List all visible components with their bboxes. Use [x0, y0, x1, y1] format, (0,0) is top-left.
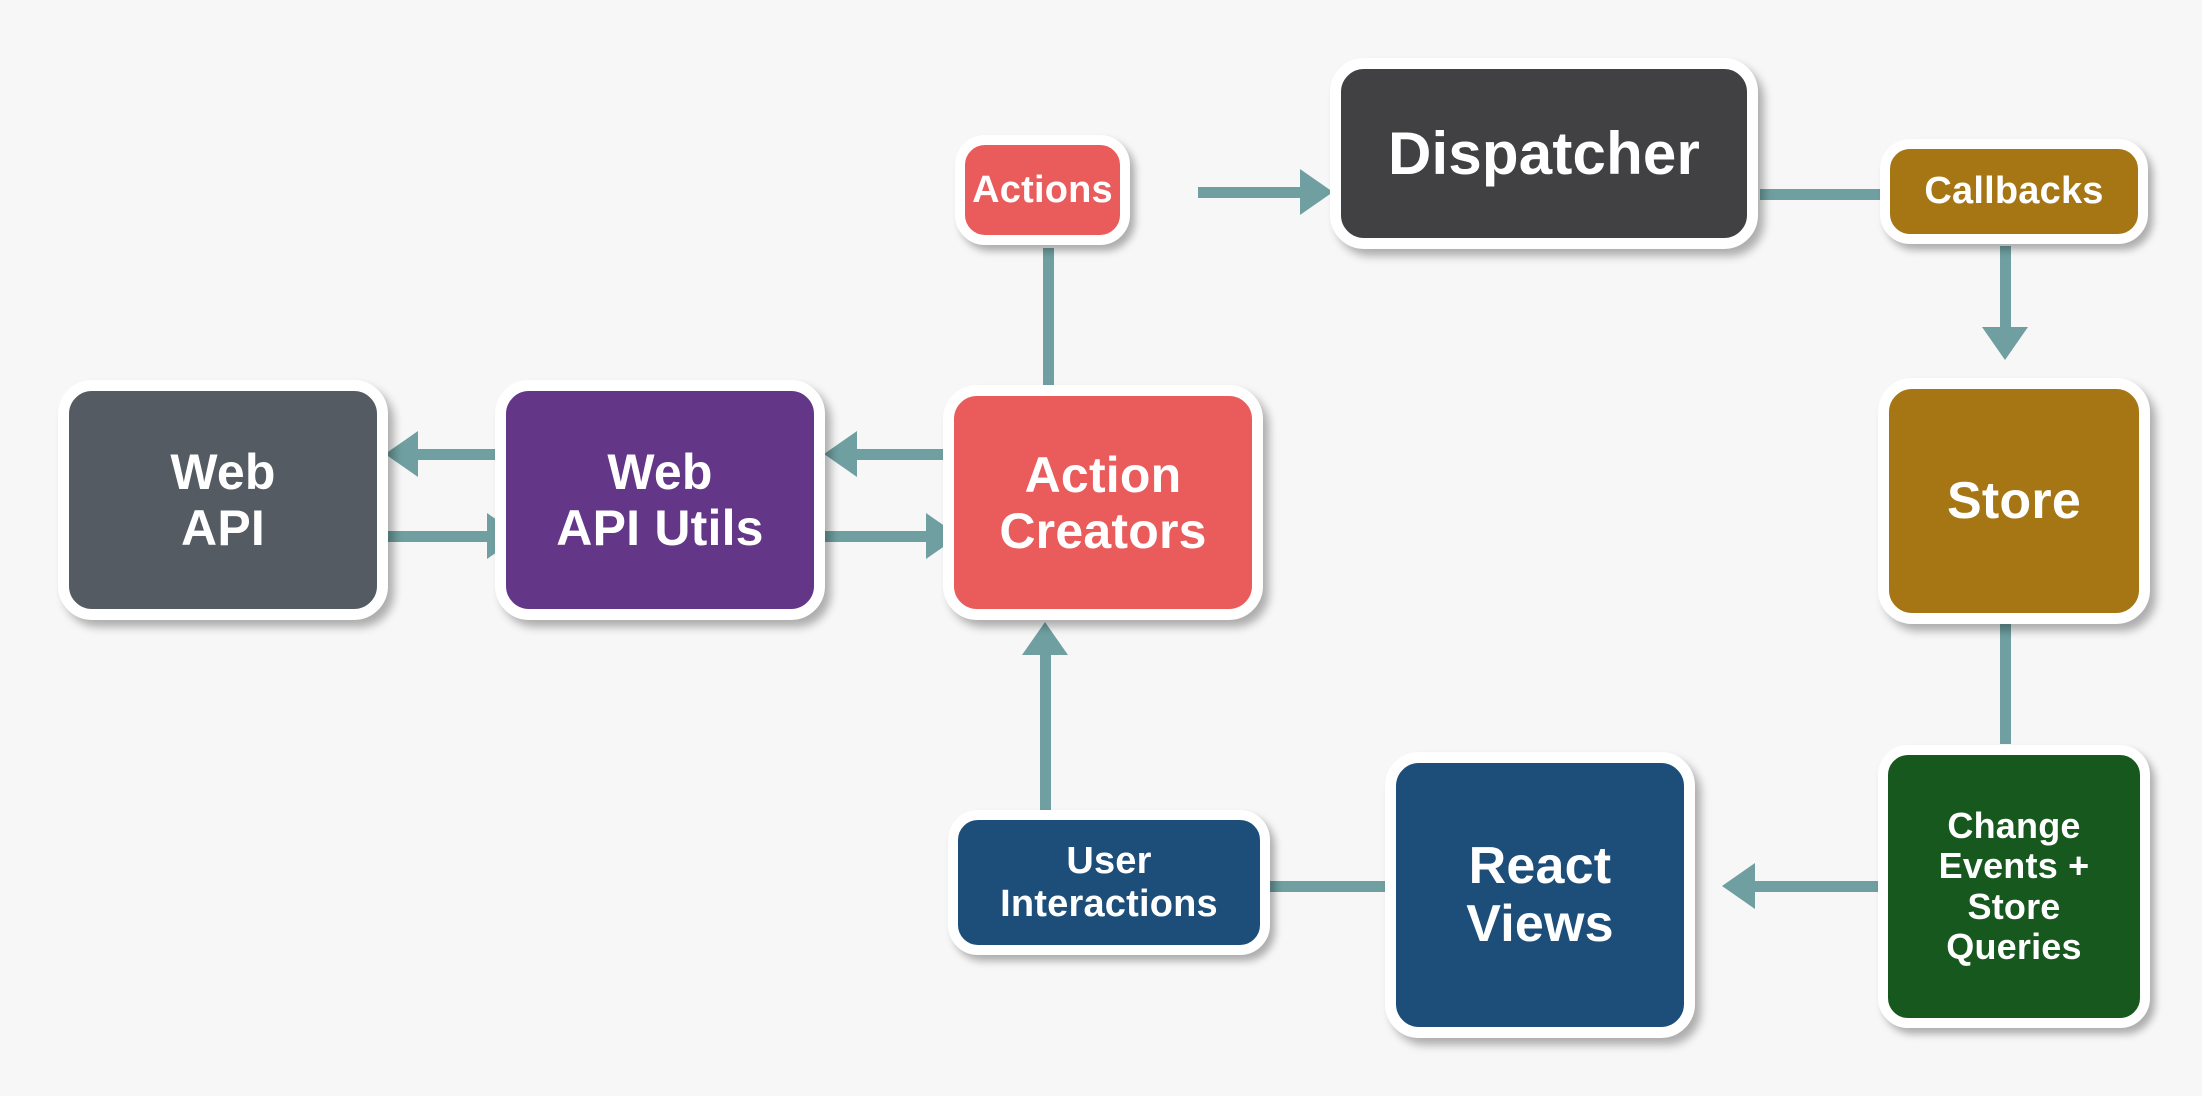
- node-web-api[interactable]: Web API: [58, 380, 388, 620]
- edge-action-creators-to-actions-line: [1043, 248, 1054, 388]
- node-user-interactions[interactable]: User Interactions: [948, 810, 1270, 955]
- edge-change-events-to-react-views-arrowhead: [1722, 863, 1755, 909]
- node-change-events-store-queries[interactable]: Change Events + Store Queries: [1878, 745, 2150, 1028]
- node-store[interactable]: Store: [1878, 378, 2150, 624]
- node-react-views[interactable]: React Views: [1385, 752, 1695, 1038]
- edge-user-interactions-to-action-creators-arrowhead: [1022, 622, 1068, 655]
- node-actions[interactable]: Actions: [955, 135, 1130, 245]
- edge-web-api-utils-to-action-creators-line: [824, 531, 934, 542]
- edge-actions-to-dispatcher-arrowhead: [1300, 169, 1333, 215]
- edge-callbacks-to-store-arrowhead: [1982, 327, 2028, 360]
- edge-web-api-to-web-api-utils-line: [385, 531, 495, 542]
- edge-web-api-utils-to-web-api-arrowhead: [385, 431, 418, 477]
- edge-callbacks-to-store-line: [2000, 246, 2011, 338]
- node-action-creators[interactable]: Action Creators: [943, 385, 1263, 620]
- edge-action-creators-to-web-api-utils-line: [857, 449, 967, 460]
- node-dispatcher[interactable]: Dispatcher: [1330, 58, 1758, 249]
- edge-change-events-to-react-views-line: [1755, 881, 1885, 892]
- edge-web-api-utils-to-web-api-line: [418, 449, 528, 460]
- edge-action-creators-to-web-api-utils-arrowhead: [824, 431, 857, 477]
- node-web-api-utils[interactable]: Web API Utils: [495, 380, 825, 620]
- edge-dispatcher-to-callbacks-line: [1760, 189, 1882, 200]
- edge-store-to-change-events-line: [2000, 624, 2011, 744]
- edge-user-interactions-to-action-creators-line: [1040, 646, 1051, 811]
- edge-react-views-to-user-interactions-line: [1270, 881, 1385, 892]
- node-callbacks[interactable]: Callbacks: [1880, 139, 2148, 244]
- edge-actions-to-dispatcher-line: [1198, 187, 1308, 198]
